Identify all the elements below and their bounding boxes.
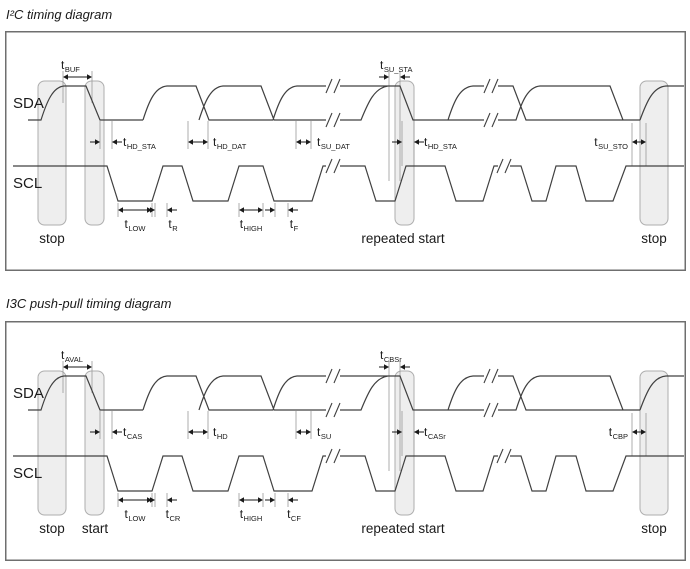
annotation-t-cbp: tCBP bbox=[609, 425, 628, 441]
i2c-diagram-title: I²C timing diagram bbox=[6, 7, 113, 22]
annotation-t-su-sta: tSU_STA bbox=[380, 58, 412, 74]
annotation-t-hd-dat: tHD_DAT bbox=[213, 135, 247, 151]
label-start-left: start bbox=[82, 521, 109, 536]
annotation-t-buf: tBUF bbox=[61, 58, 80, 74]
dimension-t-low: tLOW bbox=[117, 203, 153, 233]
dimension-t-aval: tAVAL bbox=[61, 348, 93, 393]
label-repeated-start: repeated start bbox=[361, 521, 445, 536]
dimension-t-su-sta: tSU_STA bbox=[379, 58, 412, 181]
dimension-t-high: tHIGH bbox=[238, 493, 264, 523]
dimension-t-hd-dat: tHD_DAT bbox=[187, 121, 247, 151]
annotation-t-f: tF bbox=[290, 217, 299, 233]
annotation-t-aval: tAVAL bbox=[61, 348, 83, 364]
highlight-start-left bbox=[84, 370, 105, 516]
label-stop-left: stop bbox=[39, 521, 65, 536]
diagram-frame bbox=[5, 321, 686, 561]
dimension-t-hd: tHD bbox=[187, 411, 228, 441]
i3c-push-pull-timing-diagram-canvas: tAVAL tCAS tHD tSU tCBSr tCASr tCBP tLOW tCR tHIG… bbox=[5, 321, 686, 561]
dimension-t-su-sto: tSU_STO bbox=[594, 123, 647, 166]
dimension-t-cbsr: tCBSr bbox=[379, 348, 410, 471]
dimension-t-su: tSU bbox=[295, 411, 331, 441]
scl-waveform bbox=[13, 455, 684, 492]
annotation-t-hd-sta-repeated: tHD_STA bbox=[424, 135, 457, 151]
label-stop-left: stop bbox=[39, 231, 65, 246]
highlight-stop-left bbox=[37, 370, 67, 516]
dimension-t-su-dat: tSU_DAT bbox=[295, 121, 350, 151]
time-break-marks bbox=[325, 368, 512, 464]
label-stop-right: stop bbox=[641, 231, 667, 246]
annotation-t-cf: tCF bbox=[287, 507, 301, 523]
dimension-t-cr: tCR bbox=[145, 493, 181, 523]
sda-waveform bbox=[28, 85, 684, 121]
annotation-t-su-sto: tSU_STO bbox=[594, 135, 628, 151]
highlight-stop-right bbox=[639, 80, 669, 226]
highlight-repeated-start bbox=[394, 80, 415, 226]
dimension-t-casr: tCASr bbox=[392, 411, 446, 456]
annotation-t-casr: tCASr bbox=[424, 425, 446, 441]
annotation-t-cbsr: tCBSr bbox=[380, 348, 402, 364]
highlight-repeated-start bbox=[394, 370, 415, 516]
i3c-push-pull-timing-diagram-panel: tAVAL tCAS tHD tSU tCBSr tCASr tCBP tLOW tCR tHIG… bbox=[5, 321, 690, 561]
annotation-t-su-dat: tSU_DAT bbox=[317, 135, 350, 151]
sda-signal-label: SDA bbox=[13, 385, 44, 402]
dimension-t-cas: tCAS bbox=[90, 411, 142, 441]
dimension-t-low: tLOW bbox=[117, 493, 153, 523]
dimension-t-hd-sta: tHD_STA bbox=[90, 121, 156, 151]
scl-waveform bbox=[13, 165, 684, 202]
annotation-t-high: tHIGH bbox=[240, 507, 263, 523]
annotation-t-low: tLOW bbox=[125, 507, 147, 523]
annotation-t-hd-sta: tHD_STA bbox=[123, 135, 156, 151]
sda-waveform bbox=[28, 375, 684, 411]
highlight-start-left bbox=[84, 80, 105, 226]
label-repeated-start: repeated start bbox=[361, 231, 445, 246]
dimension-t-cf: tCF bbox=[265, 493, 301, 523]
time-break-marks bbox=[325, 78, 512, 174]
dimension-t-f: tF bbox=[265, 203, 299, 233]
dimension-t-cbp: tCBP bbox=[609, 413, 647, 456]
annotation-t-cas: tCAS bbox=[123, 425, 142, 441]
scl-signal-label: SCL bbox=[13, 465, 42, 482]
label-stop-right: stop bbox=[641, 521, 667, 536]
i3c-diagram-title: I3C push-pull timing diagram bbox=[6, 296, 172, 311]
dimension-t-hd-sta-repeated: tHD_STA bbox=[392, 121, 457, 166]
highlight-stop-left bbox=[37, 80, 67, 226]
sda-signal-label: SDA bbox=[13, 95, 44, 112]
dimension-t-r: tR bbox=[145, 203, 178, 233]
annotation-t-r: tR bbox=[168, 217, 178, 233]
diagram-frame bbox=[5, 31, 686, 271]
dimension-t-buf: tBUF bbox=[61, 58, 93, 103]
dimension-t-high: tHIGH bbox=[238, 203, 264, 233]
annotation-t-low: tLOW bbox=[125, 217, 147, 233]
annotation-t-su: tSU bbox=[317, 425, 331, 441]
annotation-t-cr: tCR bbox=[166, 507, 181, 523]
annotation-t-high: tHIGH bbox=[240, 217, 263, 233]
scl-signal-label: SCL bbox=[13, 175, 42, 192]
annotation-t-hd: tHD bbox=[213, 425, 228, 441]
highlight-stop-right bbox=[639, 370, 669, 516]
